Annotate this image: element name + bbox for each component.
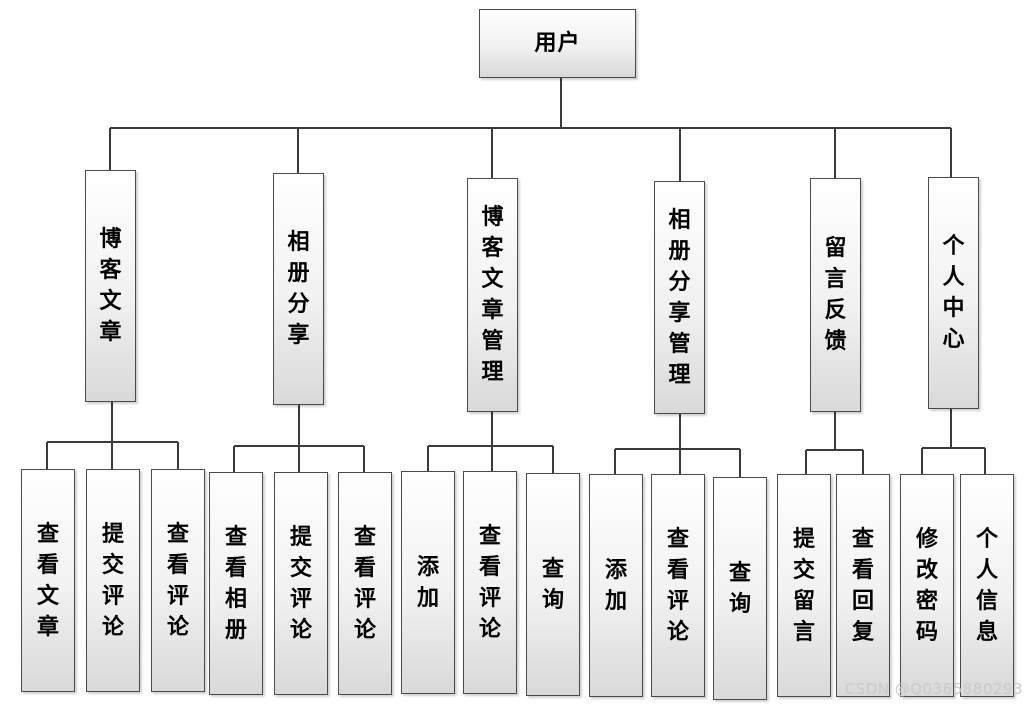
module-label: 博客文章管理 [481, 205, 504, 385]
module-label: 留言反馈 [824, 236, 847, 354]
leaf-label: 查看文章 [36, 521, 59, 640]
module-node-album-share: 相册分享 [273, 173, 324, 405]
leaf-node: 提交评论 [86, 469, 140, 692]
leaf-label: 查看评论 [478, 523, 501, 642]
leaf-label: 查看评论 [353, 524, 376, 643]
leaf-node: 查看评论 [338, 472, 392, 695]
leaf-label: 查看评论 [166, 521, 189, 640]
leaf-node: 添加 [589, 474, 643, 697]
module-node-blog-management: 博客文章管理 [467, 178, 518, 412]
module-label: 相册分享 [287, 230, 310, 348]
leaf-node: 提交留言 [777, 474, 831, 697]
leaf-node: 提交评论 [274, 472, 328, 695]
leaf-label: 提交留言 [792, 526, 815, 645]
leaf-node: 添加 [401, 471, 455, 694]
module-label: 相册分享管理 [668, 207, 691, 388]
leaf-label: 提交评论 [101, 521, 124, 640]
module-node-album-management: 相册分享管理 [654, 181, 705, 414]
leaf-label: 个人信息 [975, 526, 998, 645]
leaf-node: 查询 [713, 477, 767, 700]
leaf-label: 查看相册 [224, 524, 247, 643]
leaf-node: 查看相册 [209, 472, 263, 695]
leaf-node: 查看回复 [836, 474, 890, 697]
leaf-label: 添加 [416, 554, 439, 611]
leaf-label: 添加 [604, 557, 627, 614]
module-node-personal-center: 个人中心 [928, 177, 979, 409]
leaf-node: 查看文章 [21, 469, 75, 692]
leaf-node: 查看评论 [151, 469, 205, 692]
leaf-node: 查看评论 [651, 474, 705, 697]
root-node-label: 用户 [534, 30, 581, 56]
module-node-feedback: 留言反馈 [810, 178, 861, 412]
module-label: 博客文章 [99, 227, 122, 345]
module-label: 个人中心 [942, 234, 965, 352]
leaf-label: 查看评论 [666, 526, 689, 645]
module-node-blog-articles: 博客文章 [85, 170, 136, 402]
leaf-label: 修改密码 [915, 526, 938, 645]
leaf-label: 查询 [541, 556, 564, 613]
leaf-node: 查看评论 [463, 471, 517, 694]
root-node-user: 用户 [479, 9, 636, 78]
leaf-node: 个人信息 [960, 474, 1014, 697]
leaf-label: 查询 [728, 560, 751, 617]
leaf-node: 修改密码 [900, 474, 954, 697]
watermark-text: CSDN @Q0365880293 [844, 680, 1023, 698]
leaf-label: 查看回复 [851, 526, 874, 645]
leaf-label: 提交评论 [289, 524, 312, 643]
leaf-node: 查询 [526, 473, 580, 696]
